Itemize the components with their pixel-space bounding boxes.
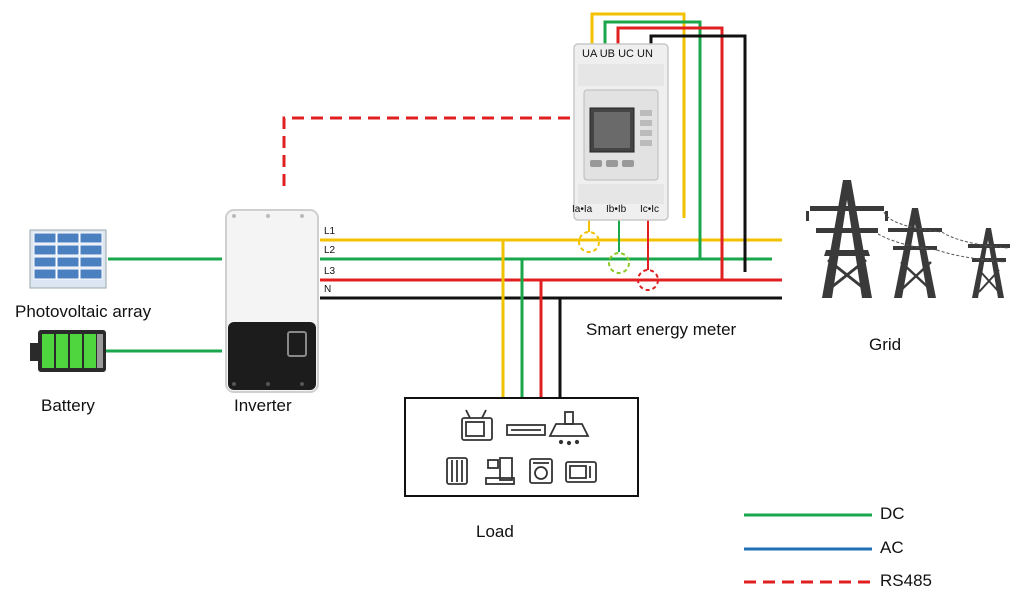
battery-icon	[30, 330, 106, 372]
meter-icon	[573, 43, 669, 221]
meter-label: Smart energy meter	[586, 320, 737, 339]
meter-terminal-ia: Ia•Ia	[572, 204, 593, 215]
meter-terminal-ic: Ic•Ic	[640, 204, 660, 215]
ct-ring-b	[608, 252, 630, 274]
load-box	[404, 397, 639, 497]
meter-lead-ub	[603, 20, 702, 259]
line-label-l2: L2	[324, 245, 336, 256]
meter-lead-uc	[616, 26, 724, 280]
meter-terminal-top: UA UB UC UN	[582, 48, 653, 60]
inverter-icon	[225, 209, 319, 393]
appliance-aircon-icon	[506, 424, 546, 436]
battery-label: Battery	[41, 396, 95, 415]
grid-towers-icon	[806, 180, 1010, 298]
ct-ring-c	[637, 269, 659, 291]
meter-terminal-ib: Ib•Ib	[606, 204, 627, 215]
meter-lead-un	[649, 34, 747, 272]
rs485-link	[282, 116, 572, 186]
inverter-label: Inverter	[234, 396, 292, 415]
pv-label: Photovoltaic array	[15, 302, 152, 321]
pv-panel-icon	[29, 229, 107, 289]
appliance-washer-icon	[529, 458, 553, 484]
line-label-l3: L3	[324, 266, 336, 277]
load-label: Load	[476, 522, 514, 541]
ct-ring-a	[578, 231, 600, 253]
appliance-tv-icon	[461, 409, 493, 441]
legend-ac-label: AC	[880, 538, 904, 557]
legend-rs485-label: RS485	[880, 571, 932, 590]
appliance-range-hood-icon	[548, 411, 590, 446]
grid-label: Grid	[869, 335, 902, 354]
meter-lead-ua	[590, 12, 686, 218]
appliance-microwave-icon	[565, 461, 597, 483]
line-label-n: N	[324, 284, 332, 295]
legend-dc-label: DC	[880, 504, 905, 523]
appliance-mixer-icon	[485, 457, 515, 485]
line-label-l1: L1	[324, 226, 336, 237]
appliance-heater-icon	[446, 457, 468, 485]
